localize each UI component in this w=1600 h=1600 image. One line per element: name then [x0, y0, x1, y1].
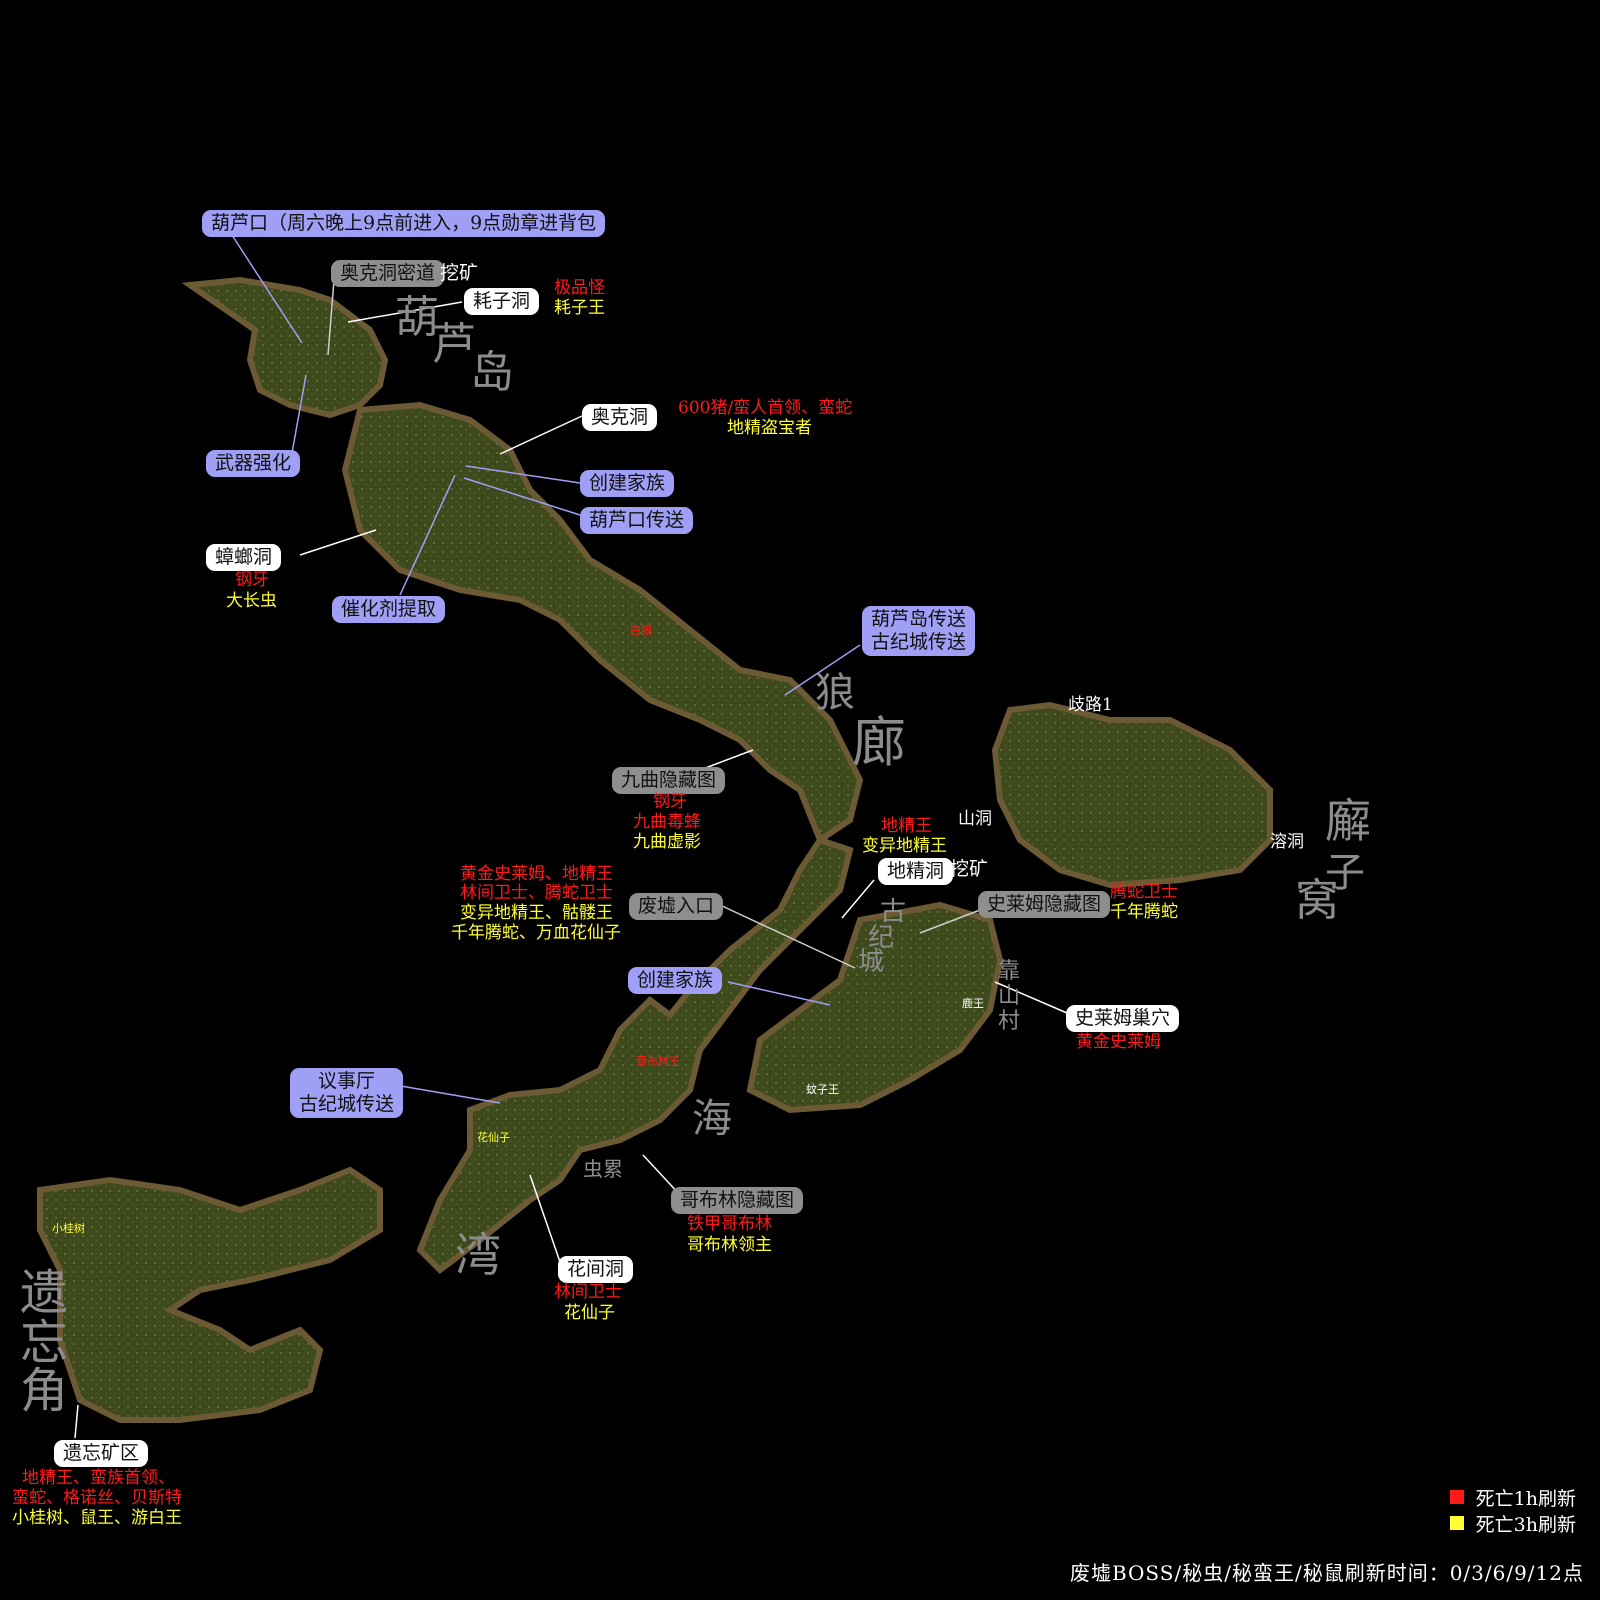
- region-wolf-2: 廊: [852, 711, 906, 774]
- osmanthus-small: 小桂树: [52, 1222, 85, 1235]
- region-village-1: 靠: [998, 959, 1021, 984]
- huajian-cave-label: 花间洞: [558, 1256, 634, 1283]
- region-village-3: 村: [998, 1009, 1021, 1034]
- bailang-label: 白狼: [630, 624, 652, 637]
- region-city-3: 城: [858, 947, 885, 977]
- goblin-yellow: 变异地精王: [862, 836, 947, 856]
- region-cape-3: 角: [20, 1363, 69, 1419]
- create-family-label-1: 创建家族: [580, 470, 675, 497]
- region-hulu-2: 芦: [432, 319, 476, 370]
- region-hulu-1: 葫: [395, 292, 439, 343]
- goblin-king-small: 哥布林王: [636, 1055, 680, 1068]
- hulukou-teleport-label: 葫芦口传送: [580, 507, 694, 534]
- terrain-landmass: [37, 276, 1273, 1423]
- region-cape-1: 遗: [20, 1265, 69, 1321]
- jiuqu-map-label: 九曲隐藏图: [612, 767, 726, 794]
- flower-fairy-small: 花仙子: [477, 1131, 510, 1144]
- region-den-2: 子: [1325, 850, 1365, 896]
- slime-nest-red: 黄金史莱姆: [1076, 1032, 1161, 1052]
- goblin-red: 地精王: [881, 816, 932, 836]
- goblin-map-label: 哥布林隐藏图: [671, 1187, 804, 1214]
- region-hulu-3: 岛: [470, 347, 514, 398]
- branch-label: 歧路1: [1068, 695, 1113, 715]
- cockroach-red: 钢牙: [235, 570, 269, 590]
- region-city-2: 纪: [868, 923, 895, 953]
- forgotten-mine-label: 遗忘矿区: [54, 1440, 149, 1467]
- mosquito-king-label: 蚊子王: [806, 1083, 839, 1096]
- hulukou-label: 葫芦口（周六晚上9点前进入，9点勋章进背包: [202, 210, 606, 237]
- rongdong-label: 溶洞: [1270, 832, 1304, 852]
- okedong-passage-label: 奥克洞密道: [331, 260, 445, 287]
- region-wolf-1: 狼: [815, 670, 855, 716]
- legend-text-3h: 死亡3h刷新: [1475, 1513, 1576, 1536]
- cockroach-cave-label: 蟑螂洞: [206, 544, 282, 571]
- create-family-label-2: 创建家族: [628, 967, 723, 994]
- mine-red-1: 地精王、蛮族首领、: [22, 1468, 175, 1488]
- region-den-3: 窝: [1295, 875, 1339, 926]
- red-square-icon: [1449, 1490, 1464, 1504]
- catalyst-label: 催化剂提取: [332, 596, 446, 623]
- refresh-time-footer: 废墟BOSS/秘虫/秘蛮王/秘鼠刷新时间：0/3/6/9/12点: [1069, 1561, 1584, 1585]
- goblin-map-yellow: 哥布林领主: [687, 1235, 772, 1255]
- council-hall-label: 议事厅古纪城传送: [290, 1068, 404, 1118]
- jiuqu-red-1: 钢牙: [653, 792, 687, 812]
- jiuqu-yellow: 九曲虚影: [633, 832, 701, 852]
- region-cape-2: 忘: [20, 1315, 69, 1371]
- mine-red-2: 蛮蛇、格诺丝、贝斯特: [12, 1488, 182, 1508]
- goblin-cave-label: 地精洞: [878, 858, 954, 885]
- ruins-yellow-2: 千年腾蛇、万血花仙子: [451, 923, 621, 943]
- region-den-1: 廨: [1325, 794, 1371, 848]
- okedong-yellow: 地精盗宝者: [727, 418, 812, 438]
- tengshe-red: 腾蛇卫士: [1110, 882, 1178, 902]
- region-city-1: 古: [880, 897, 907, 927]
- weapon-label: 武器强化: [206, 450, 301, 477]
- cockroach-yellow: 大长虫: [226, 591, 277, 611]
- legend-item-3h: 死亡3h刷新: [1449, 1510, 1576, 1536]
- tengshe-yellow: 千年腾蛇: [1110, 902, 1178, 922]
- legend: 死亡1h刷新 死亡3h刷新: [1449, 1484, 1576, 1536]
- goblin-map-red: 铁甲哥布林: [687, 1214, 772, 1234]
- legend-text-1h: 死亡1h刷新: [1475, 1487, 1576, 1510]
- yellow-square-icon: [1449, 1516, 1464, 1530]
- okedong-red: 600猪/蛮人首领、蛮蛇: [678, 398, 853, 418]
- shandong-label: 山洞: [958, 809, 992, 829]
- huajian-yellow: 花仙子: [564, 1303, 615, 1323]
- ruins-entry-label: 废墟入口: [629, 893, 724, 920]
- huajian-red: 林间卫士: [554, 1282, 622, 1302]
- island-teleport-label: 葫芦岛传送古纪城传送: [862, 606, 976, 656]
- region-village-2: 山: [998, 984, 1021, 1009]
- mine-yellow: 小桂树、鼠王、游白王: [12, 1508, 182, 1528]
- slime-map-label: 史莱姆隐藏图: [978, 891, 1111, 918]
- region-bay-2: 湾: [455, 1228, 501, 1282]
- legend-item-1h: 死亡1h刷新: [1449, 1484, 1576, 1510]
- okedong-label: 奥克洞: [582, 404, 658, 431]
- chonglei-label: 虫累: [583, 1157, 623, 1181]
- ruins-red-1: 黄金史莱姆、地精王: [460, 864, 613, 884]
- luwang-label: 鹿王: [962, 997, 984, 1010]
- pointer-lines: [74, 231, 1068, 1439]
- ruins-yellow-1: 变异地精王、骷髅王: [460, 903, 613, 923]
- haozidong-label: 耗子洞: [464, 288, 540, 315]
- ruins-red-2: 林间卫士、腾蛇卫士: [460, 883, 613, 903]
- mining-label-1: 挖矿: [440, 262, 479, 284]
- haozidong-red: 极品怪: [554, 278, 605, 298]
- mining-label-2: 挖矿: [950, 858, 989, 880]
- region-bay-1: 海: [692, 1096, 732, 1142]
- haozidong-yellow: 耗子王: [554, 298, 605, 318]
- jiuqu-red-2: 九曲毒蜂: [633, 812, 701, 832]
- slime-nest-label: 史莱姆巢穴: [1066, 1005, 1180, 1032]
